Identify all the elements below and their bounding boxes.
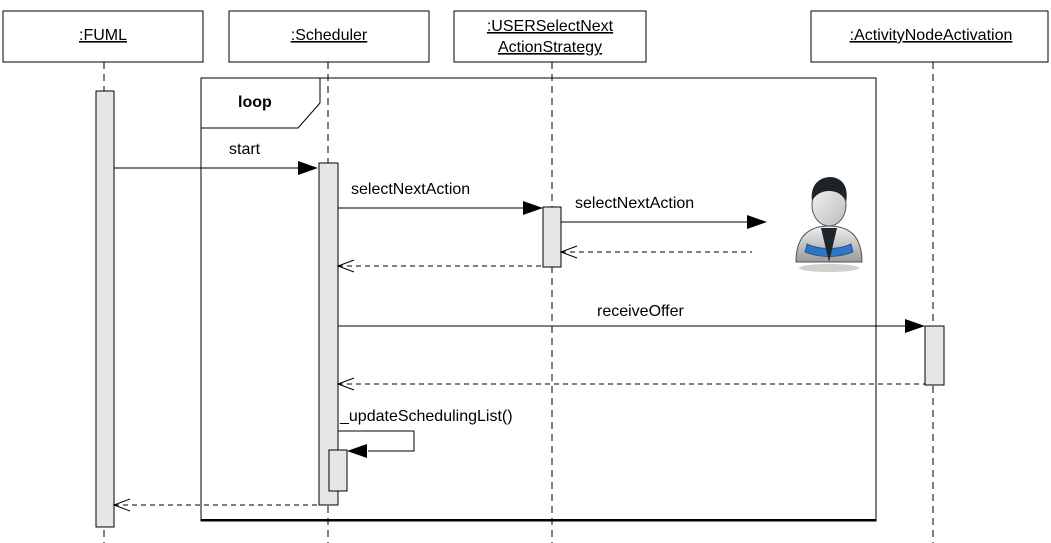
lifeline-fuml-name: :FUML [79,27,127,44]
message-select-next-action: selectNextAction [338,181,543,215]
activation-bar-strategy [542,206,562,268]
lifeline-strategy-name-line2: ActionStrategy [498,39,602,56]
arrowhead-icon [347,444,367,458]
arrowhead-icon [905,319,925,333]
return-user [559,245,752,259]
message-start: start [114,141,318,175]
activation-bar-scheduler-nested [328,449,348,492]
activation-bar-fuml [95,90,115,528]
lifeline-activation-name: :ActivityNodeActivation [850,27,1013,44]
activation-bar-scheduler [318,162,339,506]
loop-operator-label: loop [238,94,272,111]
message-receive-offer-label: receiveOffer [597,303,685,320]
return-strategy [336,259,543,273]
open-arrowhead-icon [336,377,355,391]
message-receive-offer: receiveOffer [338,303,925,333]
lifeline-strategy: :USERSelectNext ActionStrategy [453,10,647,63]
lifeline-strategy-name-line1: :USERSelectNext [487,18,614,35]
arrowhead-icon [523,201,543,215]
message-select-next-action-user: selectNextAction [561,195,767,229]
lifeline-scheduler: :Scheduler [228,10,430,63]
activation-bar-activation [924,325,945,386]
message-select-next-action-label: selectNextAction [351,181,470,198]
open-arrowhead-icon [112,498,131,512]
message-update-scheduling-list-label: _updateSchedulingList() [339,408,513,425]
arrowhead-icon [298,161,318,175]
lifeline-activation: :ActivityNodeActivation [810,10,1049,63]
return-activation [336,377,925,391]
lifeline-fuml: :FUML [2,10,204,63]
loop-fragment: loop [200,77,877,522]
lifeline-scheduler-name: :Scheduler [291,27,368,44]
message-update-scheduling-list: _updateSchedulingList() [338,408,513,458]
arrowhead-icon [747,215,767,229]
message-select-next-action-user-label: selectNextAction [575,195,694,212]
open-arrowhead-icon [336,259,355,273]
user-actor-icon [795,177,863,272]
return-fuml [112,498,319,512]
message-start-label: start [229,141,261,158]
open-arrowhead-icon [559,245,578,259]
